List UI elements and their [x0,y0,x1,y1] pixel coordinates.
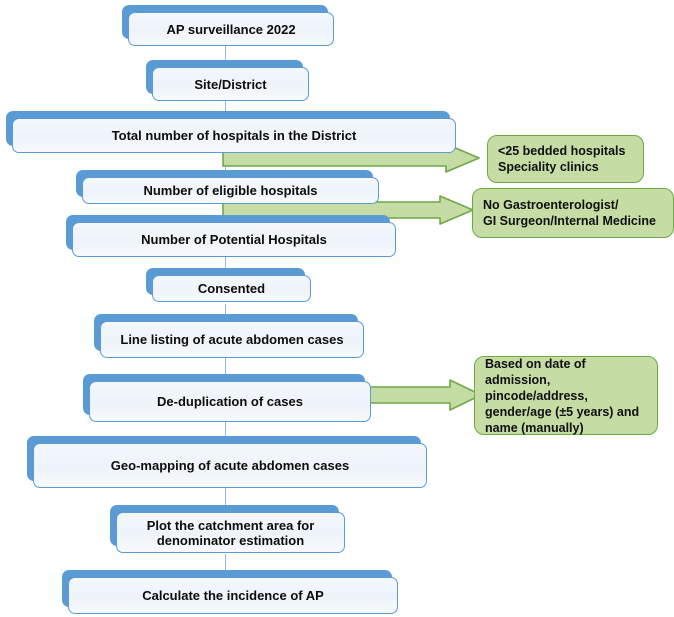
connector-7 [225,358,226,378]
callout-excluded-small-hospitals[interactable]: <25 bedded hospitals Speciality clinics [487,135,644,183]
node-label: Number of eligible hospitals [143,183,318,198]
node-face: Number of eligible hospitals [82,177,379,204]
node-label: De-duplication of cases [157,394,303,409]
node-label: Total number of hospitals in the Distric… [111,128,357,143]
node-label: Site/District [194,76,267,92]
node-face: AP surveillance 2022 [128,12,334,46]
node-number-of-eligible-hospitals[interactable]: Number of eligible hospitals [76,170,379,204]
node-label: Plot the catchment area for denominator … [146,517,315,548]
node-site-district[interactable]: Site/District [146,60,309,101]
node-face: Total number of hospitals in the Distric… [12,118,456,153]
node-face: Geo-mapping of acute abdomen cases [33,443,427,488]
connector-5 [225,255,226,276]
node-ap-surveillance-2022[interactable]: AP surveillance 2022 [122,5,334,46]
node-number-of-potential-hospitals[interactable]: Number of Potential Hospitals [66,215,396,257]
callout-deduplication-criteria[interactable]: Based on date of admission, pincode/addr… [474,356,658,435]
node-consented[interactable]: Consented [146,268,311,302]
callout-text: No Gastroenterologist/ GI Surgeon/Intern… [483,198,656,228]
node-face: Consented [152,275,311,302]
node-line-listing[interactable]: Line listing of acute abdomen cases [94,314,364,358]
node-label: Number of Potential Hospitals [141,232,327,247]
node-label: Geo-mapping of acute abdomen cases [110,458,350,473]
node-total-number-of-hospitals[interactable]: Total number of hospitals in the Distric… [6,111,456,153]
node-label: AP surveillance 2022 [166,21,296,37]
node-label: Line listing of acute abdomen cases [120,332,344,347]
node-face: Line listing of acute abdomen cases [100,321,364,358]
arrow-to-deduplication-criteria [360,379,482,411]
node-face: Number of Potential Hospitals [72,222,396,257]
node-face: De-duplication of cases [89,381,371,422]
node-face: Calculate the incidence of AP [68,577,398,614]
node-geo-mapping[interactable]: Geo-mapping of acute abdomen cases [27,436,427,488]
connector-8 [225,420,226,440]
connector-10 [225,554,226,571]
callout-excluded-no-specialist[interactable]: No Gastroenterologist/ GI Surgeon/Intern… [472,188,674,238]
node-label: Consented [197,281,266,296]
node-de-duplication[interactable]: De-duplication of cases [83,374,371,422]
node-plot-catchment-area[interactable]: Plot the catchment area for denominator … [110,505,345,553]
node-face: Plot the catchment area for denominator … [116,512,345,553]
connector-1 [225,45,226,68]
node-face: Site/District [152,67,309,101]
node-calculate-incidence[interactable]: Calculate the incidence of AP [62,570,398,614]
connector-9 [225,488,226,508]
callout-text: <25 bedded hospitals Speciality clinics [498,144,626,174]
node-label: Calculate the incidence of AP [142,588,324,603]
connector-2 [225,100,226,115]
connector-6 [225,304,226,319]
callout-text: Based on date of admission, pincode/addr… [485,356,640,435]
